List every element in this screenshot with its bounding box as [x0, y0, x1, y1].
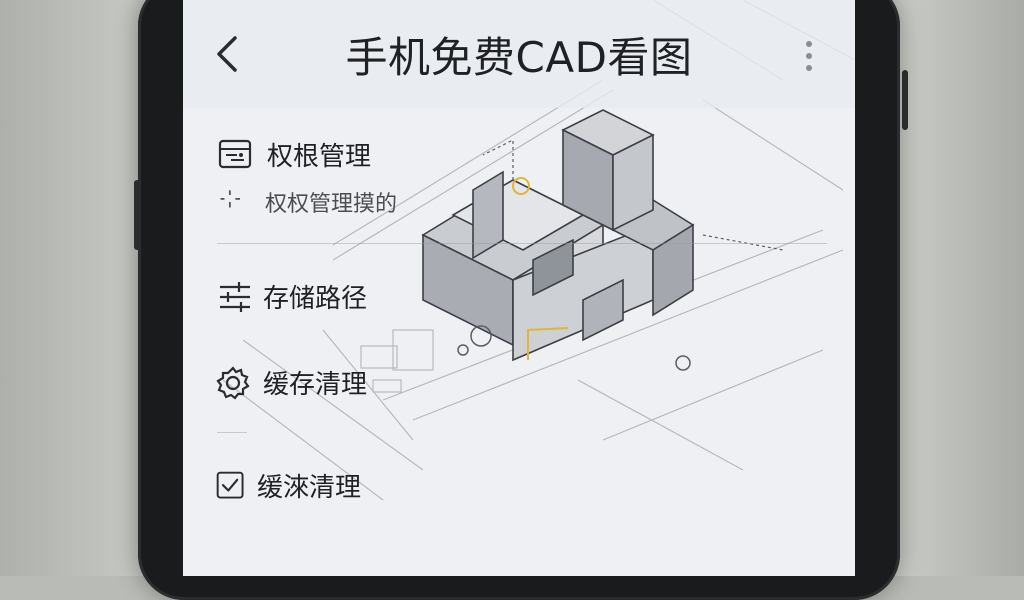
menu-item-cache-clean-2[interactable]: 缓淶清理: [215, 467, 361, 504]
menu-subitem-permission[interactable]: 权权管理摸的: [219, 186, 397, 218]
page-title: 手机免费CAD看图: [345, 33, 693, 82]
menu-item-cache-clean[interactable]: 缓存清理: [215, 364, 367, 401]
dotted-cross-icon: [220, 190, 240, 208]
top-app-bar: [183, 0, 855, 108]
checkbox-icon: [216, 471, 244, 499]
menu-item-cache-clean-2-label: 缓淶清理: [257, 473, 362, 503]
blueprint-background: [222, 0, 855, 501]
menu-item-storage-path[interactable]: 存储路径: [217, 278, 367, 315]
gear-icon: [216, 365, 250, 400]
menu-item-permission-label: 权根管理: [267, 142, 372, 172]
sliders-icon: [220, 281, 250, 312]
phone-volume-button: [134, 180, 140, 250]
phone-side-button: [902, 70, 908, 130]
menu-subitem-permission-label: 权权管理摸的: [265, 192, 398, 217]
divider: [217, 243, 827, 244]
menu-item-cache-clean-label: 缓存清理: [263, 370, 368, 400]
divider: [217, 432, 247, 433]
more-vertical-icon[interactable]: [801, 38, 817, 74]
phone-screen: 手机免费CAD看图 权根管理 权权管理摸的: [183, 0, 855, 576]
menu-item-permission[interactable]: 权根管理: [217, 136, 371, 173]
menu-item-storage-path-label: 存储路径: [263, 284, 368, 314]
monitor-settings-icon: [218, 139, 252, 168]
chevron-left-icon[interactable]: [211, 34, 245, 74]
